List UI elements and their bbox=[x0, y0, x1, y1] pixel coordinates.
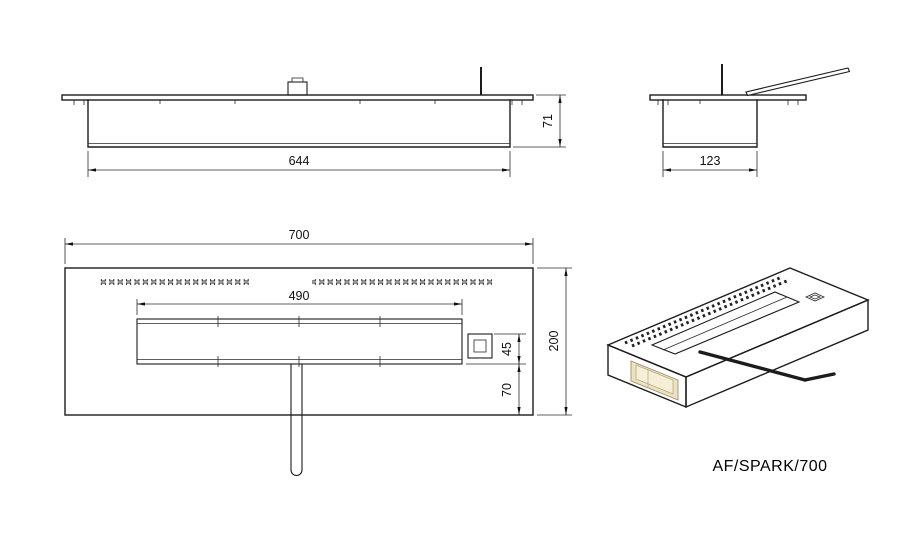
plan-slot-ticks bbox=[217, 316, 381, 367]
plan-overall-width-value: 700 bbox=[289, 228, 310, 242]
plan-depth-value: 200 bbox=[547, 331, 561, 352]
front-width-value: 644 bbox=[289, 154, 310, 168]
plan-slot-width-value: 490 bbox=[289, 289, 310, 303]
front-view: 644 71 bbox=[61, 67, 566, 177]
side-flange bbox=[649, 94, 807, 101]
front-flange bbox=[61, 94, 534, 101]
plan-slot-width-dimension: 490 bbox=[136, 289, 463, 315]
front-height-dimension: 71 bbox=[513, 94, 566, 148]
isometric-view bbox=[606, 267, 870, 409]
side-view: 123 bbox=[649, 64, 851, 177]
iso-burner-slot bbox=[650, 291, 801, 355]
front-mounting-ticks bbox=[73, 100, 523, 105]
side-mounting-ticks bbox=[657, 100, 799, 105]
iso-lid-rod bbox=[698, 350, 836, 382]
side-open-lid bbox=[745, 67, 851, 97]
iso-front-face bbox=[685, 298, 869, 409]
side-body bbox=[662, 99, 758, 148]
plan-burner-slot bbox=[136, 316, 463, 367]
plan-depth-dimension: 200 bbox=[537, 267, 572, 416]
plan-view: 700 200 490 bbox=[64, 228, 572, 476]
side-width-dimension: 123 bbox=[662, 151, 758, 177]
plan-edge-offset-value: 70 bbox=[500, 383, 514, 397]
plan-vent-holes-right bbox=[312, 279, 492, 285]
iso-igniter bbox=[805, 292, 825, 302]
plan-igniter-dim-value: 45 bbox=[500, 342, 514, 356]
iso-vent-holes bbox=[624, 275, 790, 348]
side-width-value: 123 bbox=[700, 154, 721, 168]
front-igniter-box bbox=[287, 77, 308, 96]
plan-fill-pipe bbox=[290, 363, 303, 476]
plan-outline bbox=[64, 267, 534, 416]
plan-vent-holes-left bbox=[100, 279, 252, 285]
front-height-value: 71 bbox=[541, 114, 555, 128]
product-label: AF/SPARK/700 bbox=[712, 458, 827, 475]
plan-overall-width-dimension: 700 bbox=[64, 228, 534, 264]
plan-igniter bbox=[467, 333, 493, 359]
iso-fuel-tank bbox=[630, 360, 679, 401]
plan-igniter-dimension: 45 bbox=[466, 333, 526, 365]
front-width-dimension: 644 bbox=[87, 151, 511, 177]
plan-edge-offset-dimension: 70 bbox=[500, 364, 521, 415]
front-body bbox=[87, 99, 511, 148]
